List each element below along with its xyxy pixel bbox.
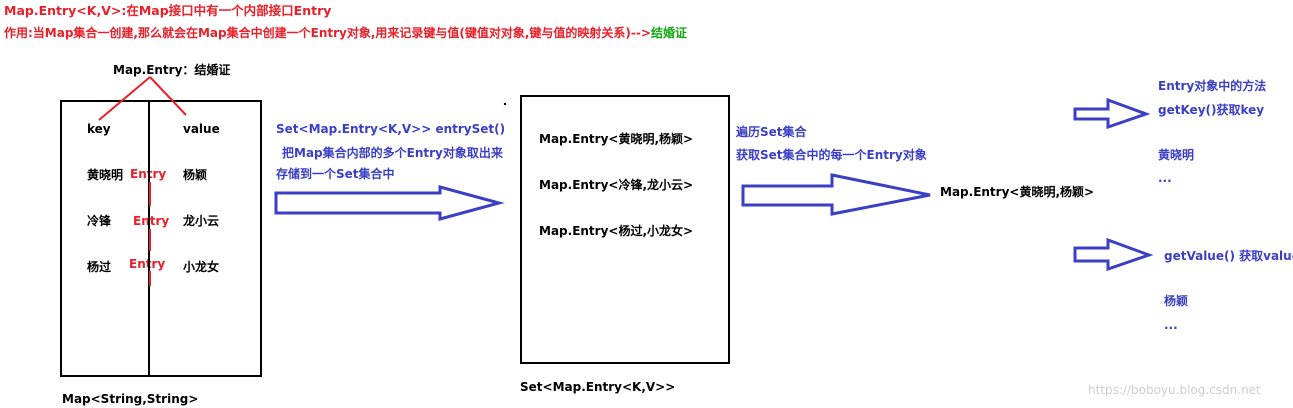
- row-1-key: 黄晓明: [87, 168, 124, 182]
- header-line-2-highlight: 结婚证: [650, 26, 687, 40]
- set-item-1: Map.Entry<黄晓明,杨颖>: [539, 132, 694, 146]
- get-value-method: getValue() 获取value: [1164, 249, 1293, 263]
- entryset-signature: Set<Map.Entry<K,V>> entrySet(): [276, 122, 506, 136]
- traverse-arrow: [741, 173, 931, 216]
- row-2-value: 龙小云: [183, 214, 220, 228]
- set-box: [520, 95, 730, 364]
- row-3-entry-label: Entry: [129, 257, 166, 271]
- key-ellipsis: ...: [1158, 171, 1172, 185]
- key-result: 黄晓明: [1158, 148, 1195, 162]
- set-item-2: Map.Entry<冷锋,龙小云>: [539, 178, 694, 192]
- title-to-key-line: [98, 76, 151, 121]
- title-to-value-line: [149, 76, 187, 116]
- map-entry-title: Map.Entry：结婚证: [113, 63, 231, 77]
- map-box: [60, 100, 262, 377]
- key-header: key: [87, 122, 111, 136]
- row-3-value: 小龙女: [183, 260, 220, 274]
- entry-object: Map.Entry<黄晓明,杨颖>: [940, 185, 1095, 199]
- get-entry-text: 获取Set集合中的每一个Entry对象: [736, 148, 927, 162]
- get-key-method: getKey()获取key: [1158, 103, 1265, 117]
- row-3-key: 杨过: [87, 260, 112, 274]
- header-line-1: Map.Entry<K,V>:在Map接口中有一个内部接口Entry: [4, 3, 332, 18]
- set-caption: Set<Map.Entry<K,V>>: [520, 380, 676, 394]
- entryset-description-2: 存储到一个Set集合中: [276, 167, 395, 181]
- value-ellipsis: ...: [1164, 318, 1178, 332]
- stray-dot: [503, 102, 507, 106]
- row-2-key: 冷锋: [87, 214, 112, 228]
- value-header: value: [183, 122, 220, 136]
- header-line-2: 作用:当Map集合一创建,那么就会在Map集合中创建一个Entry对象,用来记录…: [4, 26, 687, 40]
- watermark: https://boboyu.blog.csdn.net: [1088, 383, 1261, 397]
- get-value-arrow: [1073, 237, 1154, 272]
- entryset-description-1: 把Map集合内部的多个Entry对象取出来: [282, 146, 503, 160]
- methods-title: Entry对象中的方法: [1158, 79, 1267, 93]
- row-2-entry-label: Entry: [133, 214, 170, 228]
- entryset-arrow: [274, 185, 505, 221]
- value-result: 杨颖: [1164, 294, 1189, 308]
- header-line-2-text: 作用:当Map集合一创建,那么就会在Map集合中创建一个Entry对象,用来记录…: [4, 26, 651, 40]
- traverse-set-text: 遍历Set集合: [736, 125, 807, 139]
- map-caption: Map<String,String>: [62, 392, 199, 406]
- row-1-value: 杨颖: [183, 168, 208, 182]
- get-key-arrow: [1073, 97, 1151, 130]
- set-item-3: Map.Entry<杨过,小龙女>: [539, 224, 694, 238]
